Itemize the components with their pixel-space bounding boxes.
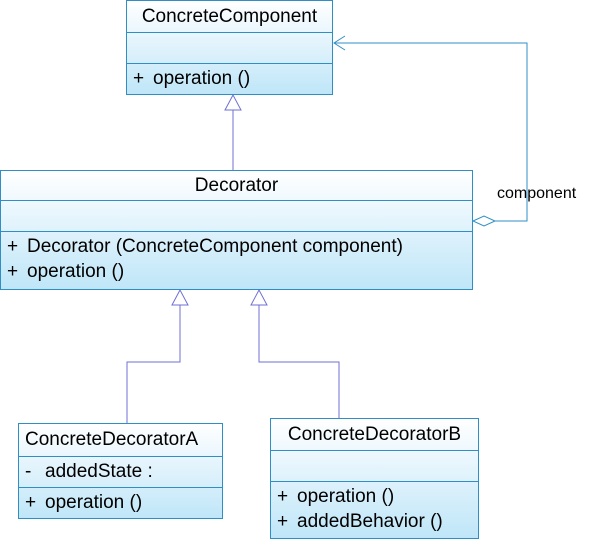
- class-name: ConcreteDecoratorA: [25, 429, 199, 450]
- operation-item: +operation (): [277, 486, 395, 507]
- generalization-decorator-to-component: [224, 93, 242, 170]
- operation-item: +Decorator (ConcreteComponent component): [7, 236, 403, 257]
- class-name: Decorator: [194, 174, 279, 196]
- navigability-arrowhead: [333, 35, 346, 51]
- generalization-decorator-a-to-decorator: [126, 288, 189, 423]
- operation-item: +operation (): [133, 68, 251, 89]
- attributes-compartment: -addedState :: [19, 456, 222, 487]
- class-concrete-decorator-a[interactable]: ConcreteDecoratorA -addedState : +operat…: [18, 423, 223, 519]
- operations-compartment: +operation (): [19, 487, 222, 518]
- attribute-item: -addedState :: [25, 461, 153, 482]
- attributes-compartment: [1, 200, 472, 231]
- operation-item: +operation (): [7, 261, 125, 282]
- generalization-arrowhead: [171, 288, 189, 306]
- aggregation-diamond: [471, 215, 497, 227]
- generalization-arrowhead: [224, 93, 242, 111]
- operations-compartment: +operation (): [127, 63, 332, 94]
- attributes-compartment: [127, 32, 332, 63]
- class-name: ConcreteDecoratorB: [287, 423, 462, 445]
- operation-item: +operation (): [25, 492, 143, 513]
- aggregation-label: component: [497, 185, 577, 202]
- aggregation-component: [333, 35, 528, 227]
- class-name: ConcreteComponent: [141, 5, 318, 27]
- attributes-compartment: [271, 450, 478, 481]
- generalization-decorator-b-to-decorator: [250, 288, 340, 418]
- operations-compartment: +Decorator (ConcreteComponent component)…: [1, 231, 472, 289]
- operations-compartment: +operation () +addedBehavior (): [271, 481, 478, 538]
- class-concrete-decorator-b[interactable]: ConcreteDecoratorB +operation () +addedB…: [270, 418, 479, 539]
- operation-item: +addedBehavior (): [277, 511, 443, 532]
- class-concrete-component[interactable]: ConcreteComponent +operation (): [126, 0, 333, 95]
- class-decorator[interactable]: Decorator +Decorator (ConcreteComponent …: [0, 170, 473, 290]
- generalization-arrowhead: [250, 288, 268, 306]
